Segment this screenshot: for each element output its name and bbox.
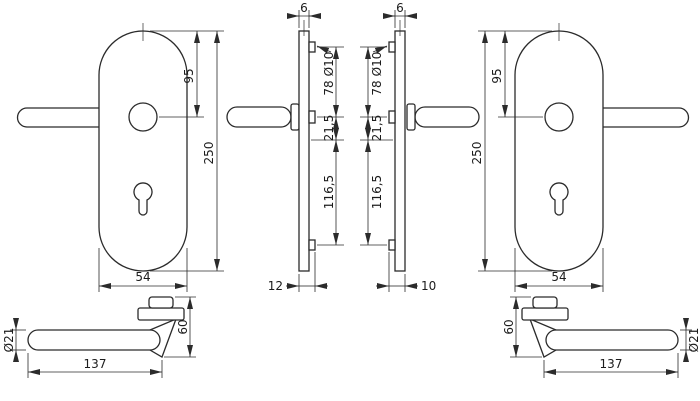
dim-6-profile-left: 6 [300,1,308,15]
grip-profile [414,106,480,128]
profile-view-right: 6 Ø10 78 21,5 116,5 10 [360,1,480,293]
dim-137-top-right: 137 [600,357,623,371]
rose-profile [406,103,416,131]
dim-10-profile-right: 10 [421,279,436,293]
leader-line [372,45,388,54]
backplate-profile [394,30,406,272]
dim-6-profile-right: 6 [396,1,404,15]
dim-54-front-left: 54 [135,270,150,284]
dim-116-5-profile-right: 116,5 [370,175,384,209]
front-view-left: 95 250 54 [16,23,224,292]
grip-top [545,329,679,351]
dim-d21-top-right: Ø21 [687,328,700,353]
fixing-screw-bottom [308,239,316,251]
dim-78-profile-left: 78 [322,80,336,95]
dim-d10-profile-left: Ø10 [322,52,336,77]
fixing-screw-bottom [388,239,396,251]
spindle-nub [388,110,396,124]
handle-rose [544,102,574,132]
dim-250-front-left: 250 [202,142,216,165]
fixing-screw-top [388,41,396,53]
dim-60-top-right: 60 [502,319,516,334]
spindle-hub-top [148,296,174,309]
dim-d21-top-left: Ø21 [2,328,16,353]
dim-137-top-left: 137 [84,357,107,371]
rose-profile [290,103,300,131]
grip-profile [226,106,292,128]
dim-21-5-profile-left: 21,5 [322,115,336,142]
rose-top [521,307,569,321]
leader-line [316,45,332,54]
grip-top [27,329,161,351]
fixing-screw-top [308,41,316,53]
top-view-right: 60 Ø21 137 [502,296,700,378]
dim-54-front-right: 54 [551,270,566,284]
front-view-right: 95 250 54 [470,23,690,292]
dim-60-top-left: 60 [176,319,190,334]
rose-top [137,307,185,321]
dim-12-profile-left: 12 [268,279,283,293]
dim-95-front-left: 95 [182,68,196,83]
dim-78-profile-right: 78 [370,80,384,95]
dim-d10-profile-right: Ø10 [370,52,384,77]
top-view-left: Ø21 60 137 [2,296,196,378]
handle-rose [128,102,158,132]
dim-250-front-right: 250 [470,142,484,165]
dim-116-5-profile-left: 116,5 [322,175,336,209]
dim-95-front-right: 95 [490,68,504,83]
backplate-outline [98,30,188,272]
spindle-hub-top [532,296,558,309]
euro-cylinder-keyhole [549,182,569,216]
spindle-nub [308,110,316,124]
backplate-outline [514,30,604,272]
backplate-profile [298,30,310,272]
euro-cylinder-keyhole [133,182,153,216]
dim-21-5-profile-right: 21,5 [370,115,384,142]
profile-view-left: 6 Ø10 78 21,5 116,5 12 [226,1,344,293]
